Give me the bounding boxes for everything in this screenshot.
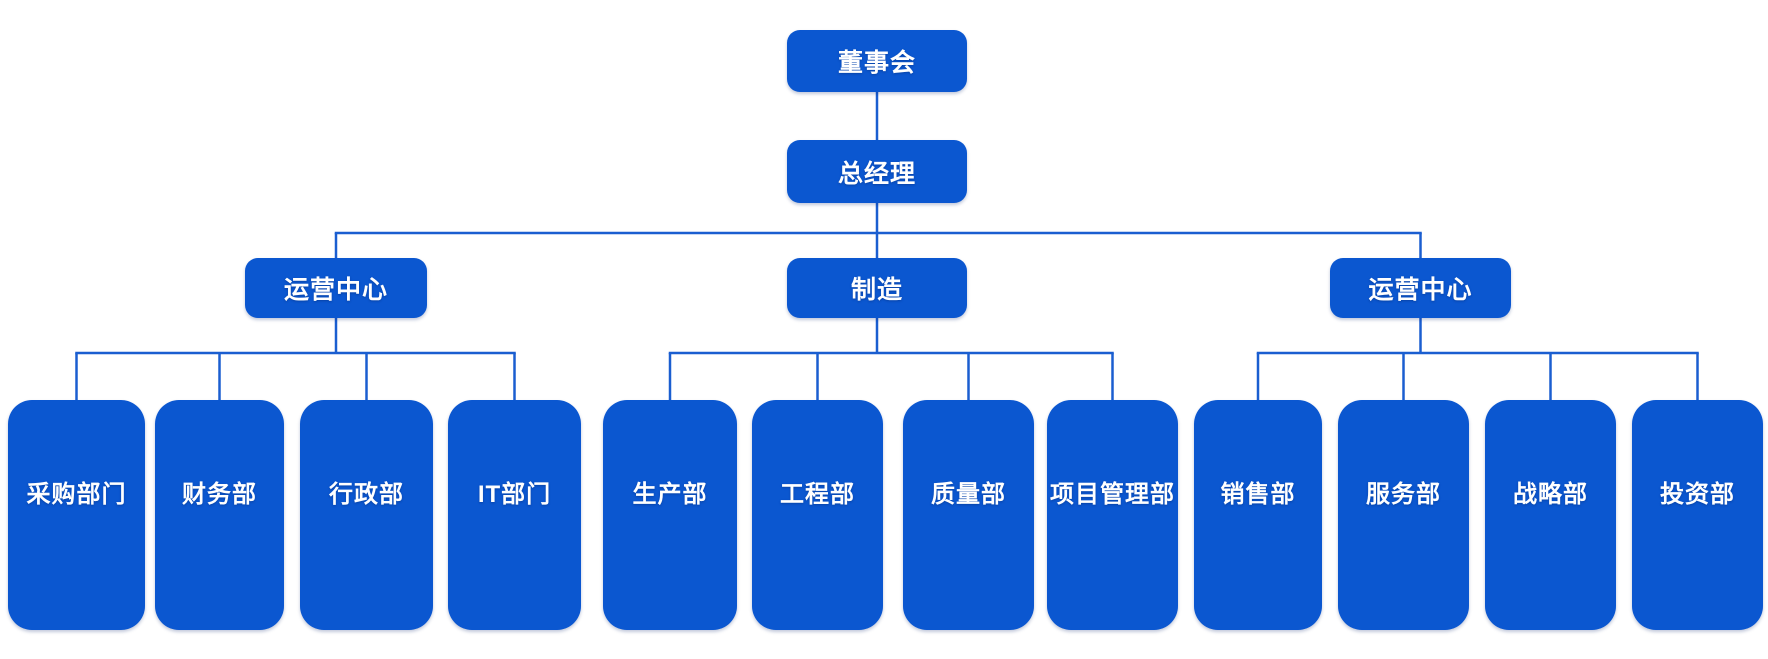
org-node-ops-center-right[interactable]: 运营中心 xyxy=(1330,258,1511,318)
org-node-production[interactable]: 生产部 xyxy=(603,400,737,630)
org-node-admin[interactable]: 行政部 xyxy=(300,400,433,630)
org-node-it[interactable]: IT部门 xyxy=(448,400,581,630)
org-node-label: 战略部 xyxy=(1513,480,1588,508)
org-node-finance[interactable]: 财务部 xyxy=(155,400,284,630)
org-node-engineering[interactable]: 工程部 xyxy=(752,400,883,630)
org-node-project-management[interactable]: 项目管理部 xyxy=(1047,400,1178,630)
org-node-label: 制造 xyxy=(850,276,903,304)
org-node-ops-center-left[interactable]: 运营中心 xyxy=(245,258,427,318)
org-node-investment[interactable]: 投资部 xyxy=(1632,400,1763,630)
org-node-label: 行政部 xyxy=(329,480,404,508)
org-node-label: 销售部 xyxy=(1220,480,1296,508)
org-node-label: 运营中心 xyxy=(1368,276,1473,304)
org-node-label: 工程部 xyxy=(780,480,855,508)
org-node-procurement[interactable]: 采购部门 xyxy=(8,400,145,630)
org-node-label: 采购部门 xyxy=(26,480,127,508)
org-node-board[interactable]: 董事会 xyxy=(787,30,967,92)
org-node-strategy[interactable]: 战略部 xyxy=(1485,400,1616,630)
org-node-label: 运营中心 xyxy=(283,276,388,304)
org-node-label: 投资部 xyxy=(1660,480,1735,508)
org-node-label: 董事会 xyxy=(837,49,916,77)
org-node-label: 项目管理部 xyxy=(1050,480,1175,508)
org-node-sales[interactable]: 销售部 xyxy=(1194,400,1322,630)
org-node-quality[interactable]: 质量部 xyxy=(903,400,1034,630)
org-node-label: IT部门 xyxy=(477,480,552,508)
org-node-service[interactable]: 服务部 xyxy=(1338,400,1469,630)
org-node-general-manager[interactable]: 总经理 xyxy=(787,140,967,203)
org-node-manufacturing[interactable]: 制造 xyxy=(787,258,967,318)
org-node-label: 质量部 xyxy=(931,480,1006,508)
org-node-label: 服务部 xyxy=(1366,480,1441,508)
org-node-label: 总经理 xyxy=(837,159,916,188)
org-node-label: 生产部 xyxy=(632,480,708,508)
org-node-label: 财务部 xyxy=(182,480,257,508)
